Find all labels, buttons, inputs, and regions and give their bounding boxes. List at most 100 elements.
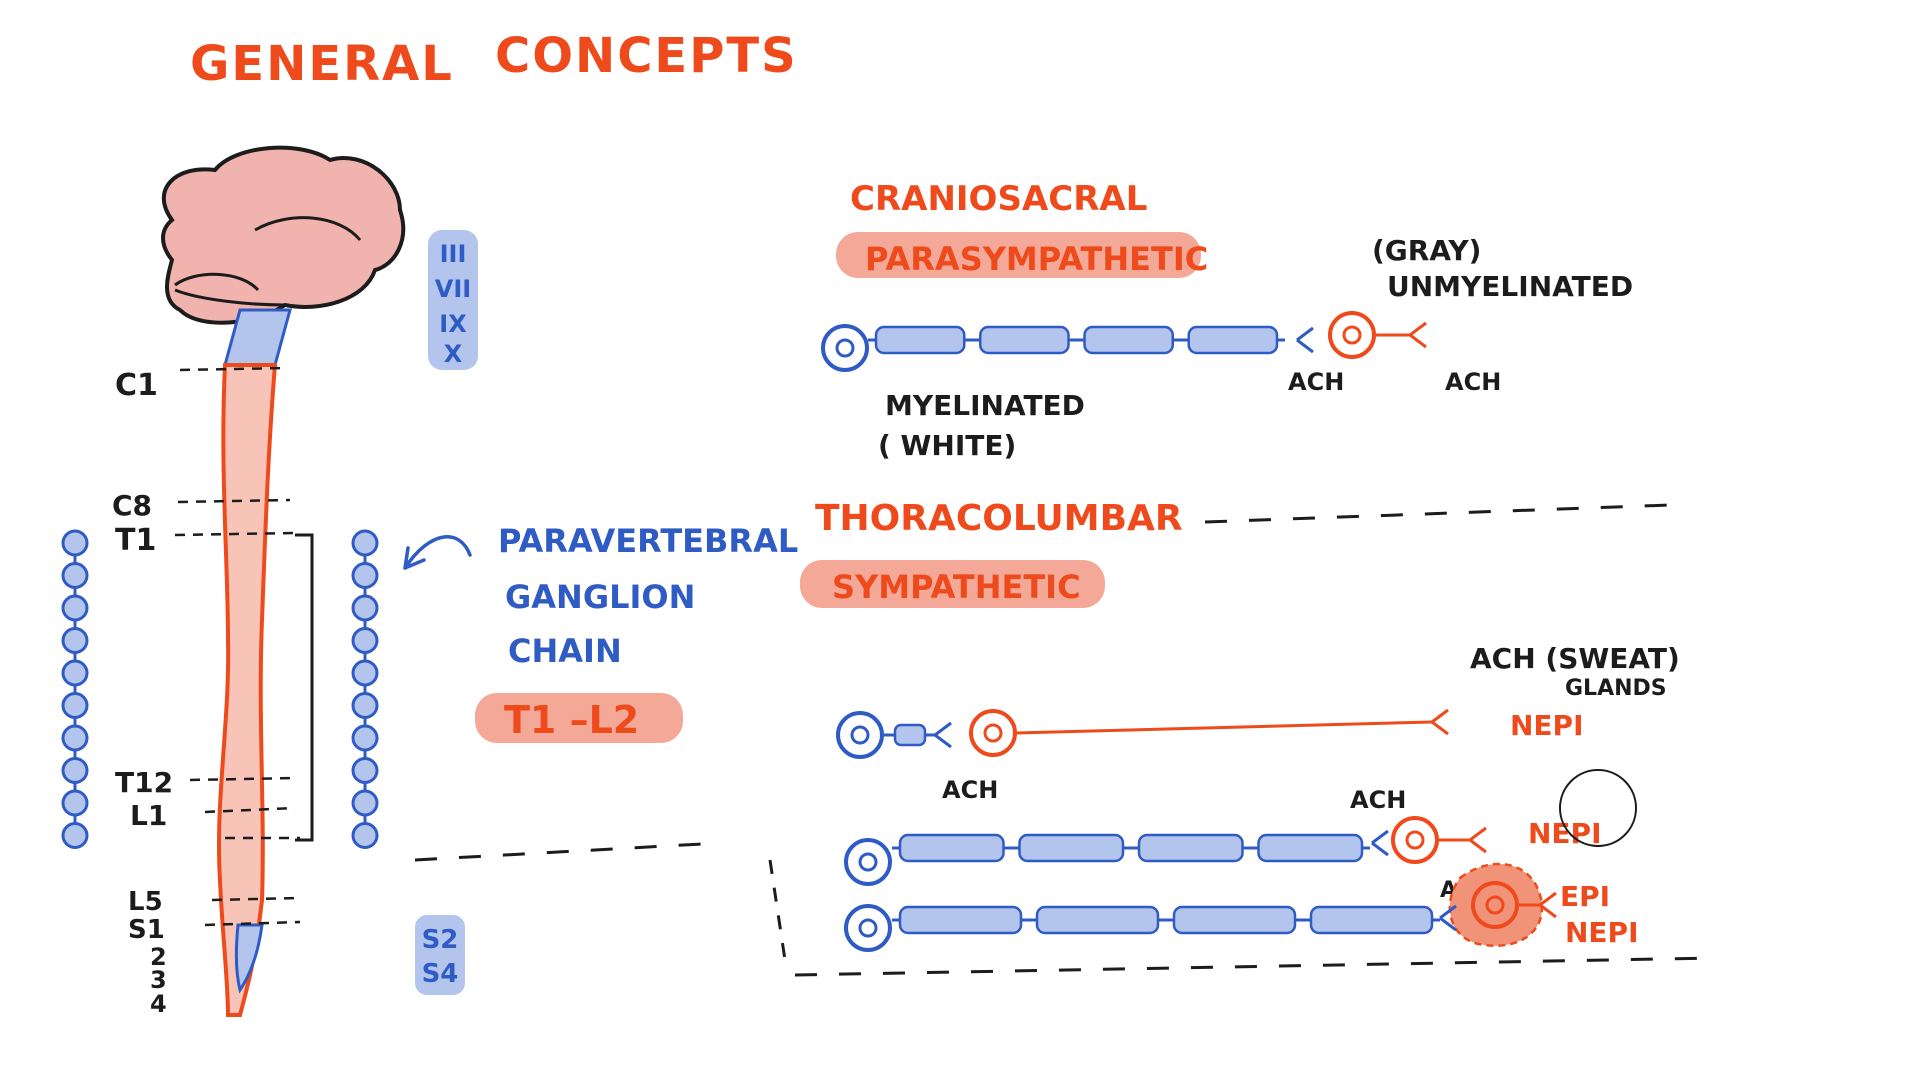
neuron-nucleus <box>1407 832 1423 848</box>
myelin-sheath <box>895 725 925 745</box>
para-ach-pre: ACH <box>1288 368 1344 396</box>
ganglion <box>63 791 87 815</box>
ganglion <box>63 564 87 588</box>
myelin-sheath <box>1139 835 1243 861</box>
label-t12: T12 <box>115 766 173 799</box>
title-general: GENERAL <box>190 36 454 92</box>
neuron-nucleus <box>1344 327 1360 343</box>
chain-label-line2: GANGLION <box>505 578 695 616</box>
ganglion <box>353 694 377 718</box>
ganglion <box>353 531 377 555</box>
sacral-nerve-s2: S2 <box>422 925 459 955</box>
ganglion <box>63 629 87 653</box>
ganglion-chain-left <box>63 531 87 848</box>
chain-range-label: T1 –L2 <box>504 698 639 742</box>
sympathetic-pathways <box>838 710 1556 950</box>
ganglion <box>63 596 87 620</box>
myelin-sheath <box>1189 327 1277 353</box>
symp-row1-ach-pre: ACH <box>942 776 998 804</box>
ganglion <box>63 661 87 685</box>
myelin-sheath <box>900 835 1004 861</box>
postganglionic-axon <box>1015 722 1432 733</box>
label-l1: L1 <box>130 799 167 832</box>
symp-row1-post-ach: ACH (SWEAT) <box>1470 642 1680 675</box>
label-t1: T1 <box>115 523 156 558</box>
neuron-nucleus <box>985 725 1001 741</box>
ganglion <box>353 726 377 750</box>
t1-l2-bracket <box>295 535 312 840</box>
ganglion-chain-right <box>353 531 377 848</box>
section-divider-vertical <box>770 860 785 960</box>
para-ach-post: ACH <box>1445 368 1501 396</box>
neuron-cell-body <box>1330 313 1374 357</box>
chain-pointer-arrow <box>405 537 470 568</box>
ganglion <box>353 629 377 653</box>
ganglion <box>63 531 87 555</box>
cranial-nerve-x: X <box>444 340 463 368</box>
symp-row1-nepi: NEPI <box>1510 709 1584 742</box>
axon-terminal <box>1470 828 1486 852</box>
myelin-sheath <box>1037 907 1158 933</box>
ganglion <box>353 596 377 620</box>
ganglion <box>63 824 87 848</box>
chain-label-line1: PARAVERTEBRAL <box>498 522 798 560</box>
ganglion <box>63 759 87 783</box>
label-s1: S1 <box>128 915 165 945</box>
neuron-cell-body <box>823 326 867 370</box>
label-l5: L5 <box>128 887 163 917</box>
neuron-nucleus <box>860 854 876 870</box>
axon-terminal <box>1540 893 1556 917</box>
cranial-nerve-vii: VII <box>435 275 471 303</box>
neuron-nucleus <box>852 727 868 743</box>
label-c8: C8 <box>112 489 152 522</box>
parasympathetic-pathway <box>823 313 1426 370</box>
symp-row2-ach-pre: ACH <box>1350 786 1406 814</box>
myelin-sheath <box>1311 907 1432 933</box>
sympathetic-badge: SYMPATHETIC <box>832 568 1081 606</box>
ganglion <box>353 824 377 848</box>
myelinated-label: MYELINATED <box>885 389 1085 422</box>
myelin-sheath <box>1259 835 1363 861</box>
white-label: ( WHITE) <box>878 429 1016 462</box>
spinal-cord <box>219 365 275 1015</box>
ganglion <box>353 791 377 815</box>
ganglion <box>353 661 377 685</box>
section-divider-left <box>415 843 720 860</box>
symp-row3-epi: EPI <box>1560 880 1610 913</box>
neuron-cell-body <box>1393 818 1437 862</box>
sacral-nerve-s4: S4 <box>422 959 459 989</box>
myelin-sheath <box>876 327 964 353</box>
neuron-cell-body <box>846 840 890 884</box>
axon-terminal <box>935 723 951 747</box>
label-s4: 4 <box>150 990 167 1018</box>
ganglion <box>353 759 377 783</box>
neuron-cell-body <box>838 713 882 757</box>
myelin-sheath <box>980 327 1068 353</box>
symp-row1-glands: GLANDS <box>1565 676 1667 701</box>
cranial-nerve-ix: IX <box>439 310 467 338</box>
ganglion <box>63 726 87 750</box>
myelin-sheath <box>900 907 1021 933</box>
brain-illustration <box>163 148 403 323</box>
myelin-sheath <box>1020 835 1124 861</box>
title-concepts: CONCEPTS <box>495 28 798 84</box>
axon-terminal <box>1432 710 1448 734</box>
neuron-cell-body <box>971 711 1015 755</box>
symp-row3-nepi: NEPI <box>1565 916 1639 949</box>
cranial-nerve-iii: III <box>440 240 467 268</box>
unmyelinated-label: UNMYELINATED <box>1387 270 1633 303</box>
thoracolumbar-label: THORACOLUMBAR <box>815 498 1183 539</box>
axon-terminal <box>1410 323 1426 347</box>
neuron-nucleus <box>860 920 876 936</box>
myelin-sheath <box>1174 907 1295 933</box>
ganglion <box>353 564 377 588</box>
craniosacral-label: CRANIOSACRAL <box>850 179 1147 219</box>
axon-terminal <box>1372 831 1388 855</box>
section-divider-top <box>1205 505 1670 522</box>
axon-terminal <box>1297 328 1313 352</box>
neuron-cell-body <box>846 906 890 950</box>
ganglion <box>63 694 87 718</box>
gray-label: (GRAY) <box>1372 234 1481 267</box>
